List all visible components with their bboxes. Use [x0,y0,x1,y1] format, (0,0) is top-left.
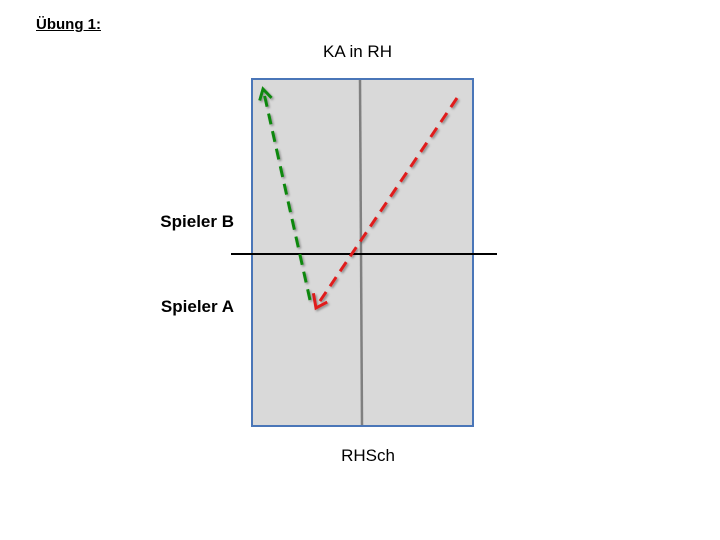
red-path-arrow [311,97,459,311]
court-bottom-label: RHSch [341,446,395,465]
slide-title: Übung 1: [36,16,101,33]
center-line [358,79,364,426]
player-a-label: Spieler A [160,297,234,316]
court-top-label: KA in RH [323,42,392,61]
green-path-arrow [258,86,312,301]
player-b-label: Spieler B [160,212,234,231]
